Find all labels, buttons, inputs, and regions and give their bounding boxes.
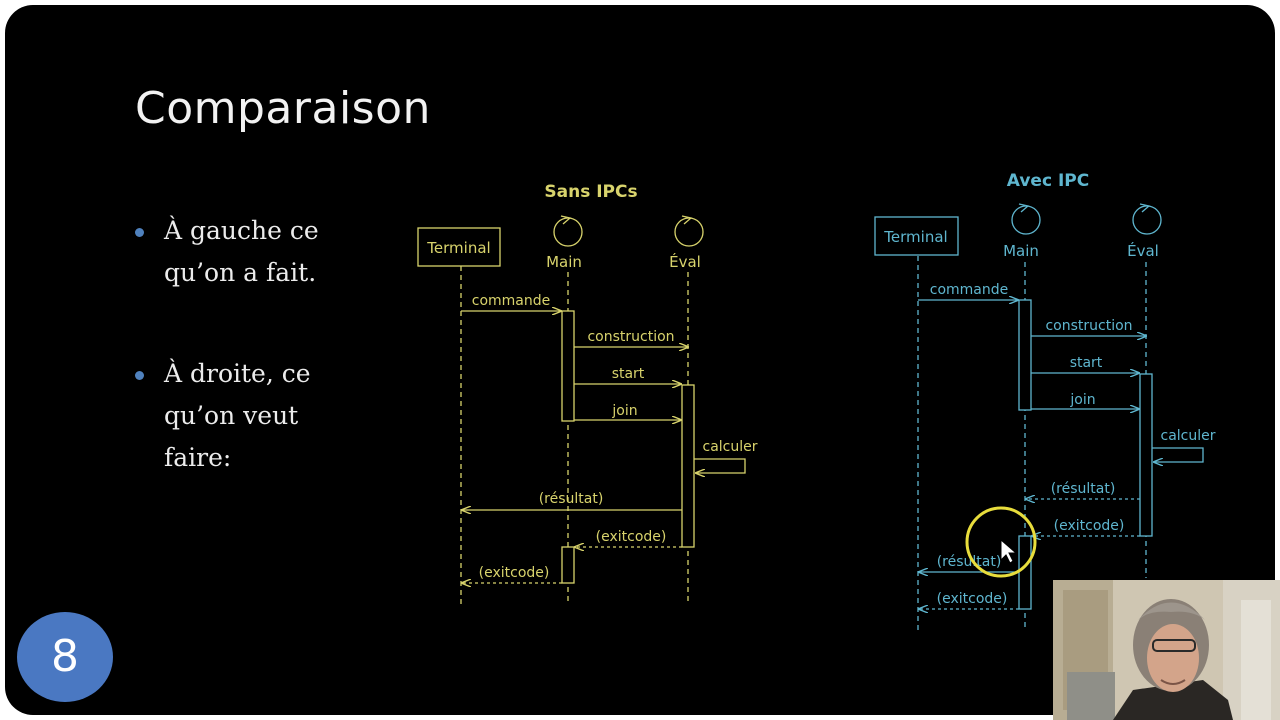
terminal-label: Terminal <box>883 228 947 246</box>
bullet-text: À droite, ce qu’on veut faire: <box>164 359 311 472</box>
main-activation-2 <box>561 546 575 584</box>
slide: Comparaison À gauche ce qu’on a fait. À … <box>5 5 1275 715</box>
msg-start-label: start <box>612 366 645 382</box>
msg-calculer-arrow <box>694 458 746 473</box>
main-label: Main <box>1003 242 1039 260</box>
msg-calculer-label: calculer <box>703 439 758 455</box>
msg-join-label: join <box>611 403 637 419</box>
msg-calculer-arrow <box>1152 447 1204 462</box>
eval-label: Éval <box>1127 241 1159 260</box>
msg-resultat-label: (résultat) <box>1051 481 1116 497</box>
msg-commande-label: commande <box>930 282 1009 298</box>
eval-activation <box>681 384 695 548</box>
msg-exitcode-label: (exitcode) <box>1054 518 1125 534</box>
bullet-dot-icon <box>135 371 144 380</box>
diagram-avec-ipc: Avec IPC Terminal Main Éval commande con… <box>874 171 1216 630</box>
terminal-box <box>417 227 501 267</box>
diagram-title: Sans IPCs <box>544 182 637 202</box>
bullet-text: À gauche ce qu’on a fait. <box>164 216 319 287</box>
msg-exitcode-return-label: (exitcode) <box>479 565 550 581</box>
pointer-highlight-ring <box>965 506 1037 578</box>
mouse-cursor-icon <box>1000 538 1018 564</box>
main-label: Main <box>546 253 582 271</box>
main-activation <box>561 310 575 422</box>
terminal-box <box>874 216 959 256</box>
main-control-icon <box>1011 203 1041 235</box>
msg-join-label: join <box>1069 392 1095 408</box>
msg-construction-label: construction <box>1045 318 1132 334</box>
msg-calculer-label: calculer <box>1161 428 1216 444</box>
eval-control-icon <box>674 215 704 247</box>
terminal-label: Terminal <box>426 239 490 257</box>
eval-label: Éval <box>669 252 701 271</box>
presenter-video-frame <box>1053 580 1280 720</box>
slide-number-badge: 8 <box>17 612 113 702</box>
msg-exitcode-label: (exitcode) <box>596 529 667 545</box>
msg-start-label: start <box>1070 355 1103 371</box>
presenter-webcam <box>1053 580 1280 720</box>
diagram-sans-ipcs: Sans IPCs Terminal Main Éval commande co… <box>417 182 758 605</box>
main-activation <box>1018 299 1032 411</box>
slide-title: Comparaison <box>135 83 431 134</box>
msg-exitcode-return-label: (exitcode) <box>937 591 1008 607</box>
eval-activation <box>1139 373 1153 537</box>
msg-commande-label: commande <box>472 293 551 309</box>
msg-construction-label: construction <box>587 329 674 345</box>
eval-control-icon <box>1132 203 1162 235</box>
main-activation-2 <box>1018 535 1032 610</box>
bullet-dot-icon <box>135 228 144 237</box>
diagram-title: Avec IPC <box>1007 171 1089 191</box>
main-control-icon <box>553 215 583 247</box>
msg-resultat-return-label: (résultat) <box>937 554 1002 570</box>
msg-resultat-label: (résultat) <box>539 491 604 507</box>
